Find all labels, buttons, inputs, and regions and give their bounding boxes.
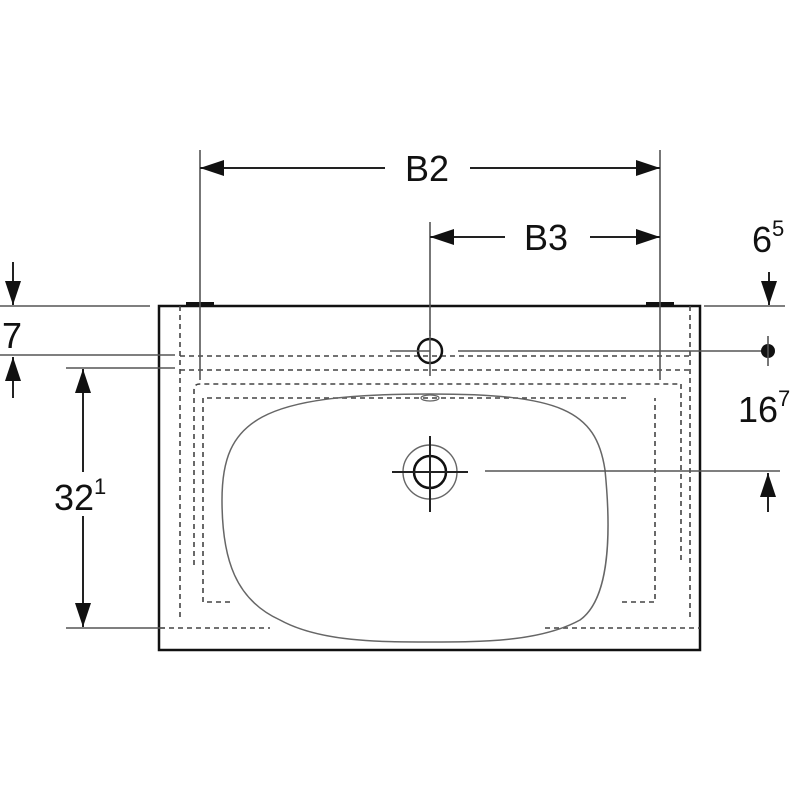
b2-label: B2	[405, 148, 449, 189]
top-offset-label: 65	[752, 216, 784, 260]
overflow-icon	[420, 394, 440, 402]
tap-hole-icon	[390, 330, 444, 376]
b3-label: B3	[524, 217, 568, 258]
bowl-outline	[221, 393, 609, 643]
depth-label: 321	[54, 474, 106, 518]
tap-hole-offset-label: 167	[738, 386, 790, 430]
rim-label: 7	[2, 315, 22, 356]
drain-icon	[392, 436, 468, 512]
hidden-lines	[160, 306, 700, 629]
